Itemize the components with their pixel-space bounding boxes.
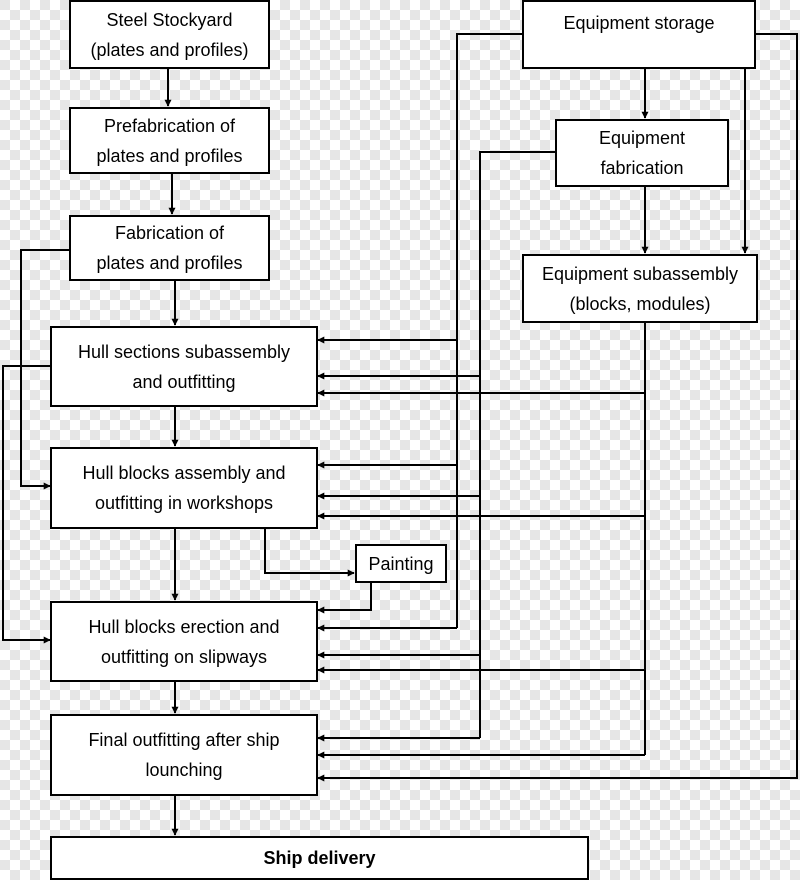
- hull-blocks-erection-label: Hull blocks erection and outfitting on s…: [88, 616, 280, 667]
- arrow-storage-to-final-outer: [317, 33, 798, 782]
- arrow-painting-to-erection: [317, 582, 372, 614]
- hull-blocks-erection-box: Hull blocks erection and outfitting on s…: [50, 601, 318, 682]
- ship-delivery-label: Ship delivery: [263, 848, 376, 868]
- equipment-storage-label: Equipment storage: [563, 13, 715, 33]
- ship-delivery-box: Ship delivery: [50, 836, 589, 880]
- arrow-blocks-to-painting: [264, 528, 355, 577]
- hull-sections-box: Hull sections subassembly and outfitting: [50, 326, 318, 407]
- prefabrication-box: Prefabrication of plates and profiles: [69, 107, 270, 174]
- line-fabrication-feed: [479, 151, 555, 738]
- steel-stockyard-label: Steel Stockyard (plates and profiles): [90, 9, 249, 60]
- steel-stockyard-box: Steel Stockyard (plates and profiles): [69, 0, 270, 69]
- equipment-subassembly-box: Equipment subassembly (blocks, modules): [522, 254, 758, 323]
- painting-box: Painting: [355, 544, 447, 583]
- prefabrication-label: Prefabrication of plates and profiles: [96, 115, 243, 166]
- painting-label: Painting: [368, 553, 434, 574]
- final-outfitting-label: Final outfitting after ship lounching: [88, 730, 280, 780]
- final-outfitting-box: Final outfitting after ship lounching: [50, 714, 318, 796]
- equipment-fabrication-box: Equipment fabrication: [555, 119, 729, 187]
- hull-blocks-assembly-box: Hull blocks assembly and outfitting in w…: [50, 447, 318, 529]
- hull-blocks-assembly-label: Hull blocks assembly and outfitting in w…: [82, 463, 286, 513]
- fabrication-box: Fabrication of plates and profiles: [69, 215, 270, 281]
- equipment-fabrication-label: Equipment fabrication: [598, 128, 686, 178]
- arrow-fabrication-to-blocks: [20, 249, 70, 490]
- equipment-subassembly-label: Equipment subassembly (blocks, modules): [541, 263, 739, 314]
- line-storage-feed: [456, 33, 522, 628]
- fabrication-label: Fabrication of plates and profiles: [96, 223, 243, 273]
- hull-sections-label: Hull sections subassembly and outfitting: [77, 341, 291, 392]
- arrow-hull-sections-to-erection: [2, 365, 51, 644]
- equipment-storage-box: Equipment storage: [522, 0, 756, 69]
